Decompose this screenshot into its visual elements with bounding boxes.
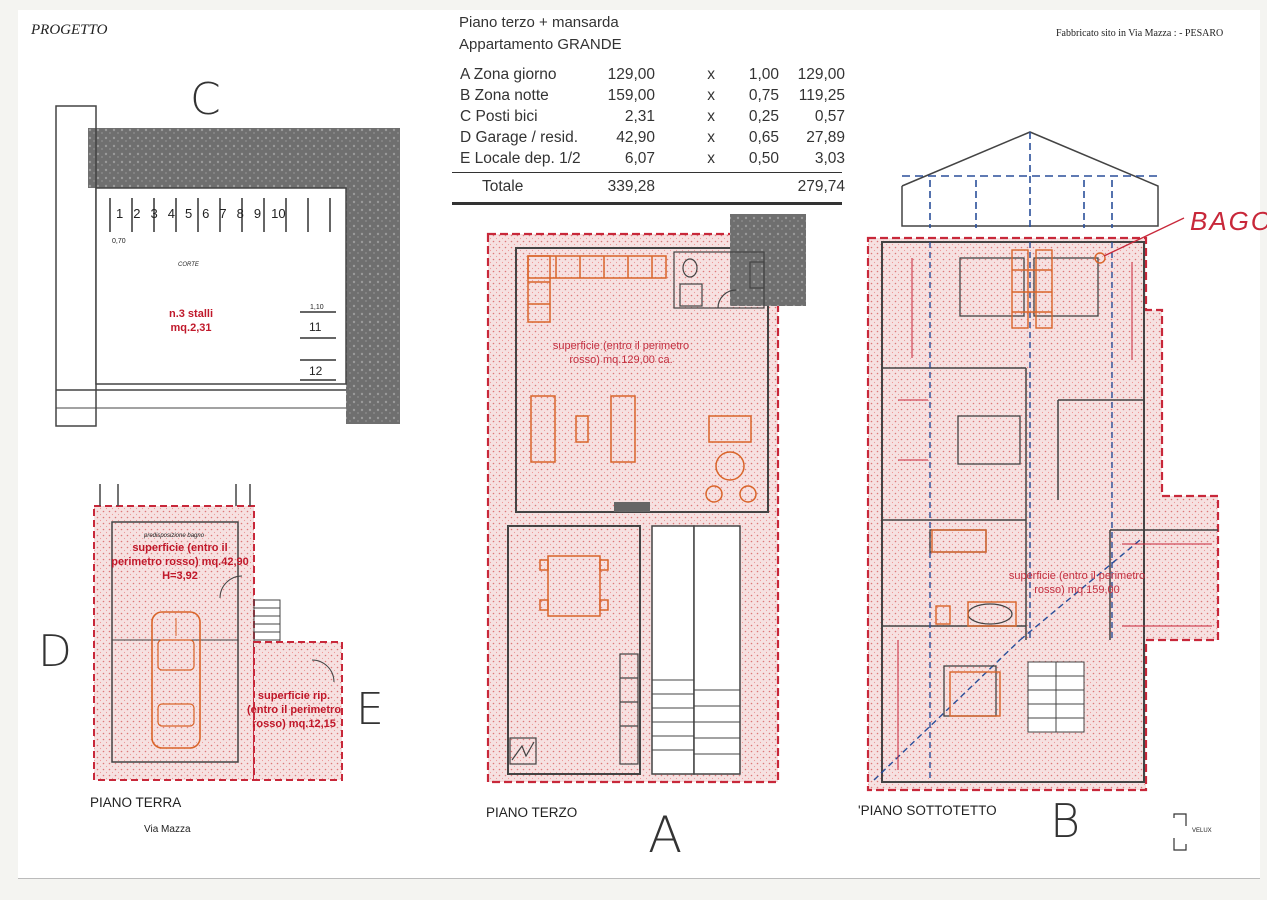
table-row: E Locale dep. 1/2 6,07 x 0,50 3,03 (460, 150, 845, 167)
handwritten-a: A (648, 806, 683, 864)
handwritten-d: D (38, 626, 72, 677)
corte-plan (55, 105, 400, 427)
stall-number: 2 (133, 206, 141, 221)
dim-070: 0,70 (112, 238, 126, 245)
table-row: B Zona notte 159,00 x 0,75 119,25 (460, 87, 845, 104)
stall-number: 6 (202, 206, 210, 221)
terzo-bath-fixtures (673, 251, 765, 309)
table-row: A Zona giorno 129,00 x 1,00 129,00 (460, 66, 845, 83)
stall-number: 8 (236, 206, 244, 221)
handwritten-c: C (190, 74, 221, 125)
predisposizione-note: predisposizione bagno (144, 533, 205, 539)
roof-section (901, 131, 1159, 227)
bago-pointer (1103, 217, 1185, 257)
velux-legend-label: VELUX (1192, 828, 1212, 834)
sofa-icon (527, 255, 667, 323)
wardrobe-marks (897, 258, 1212, 770)
sottotetto-area-note: superficie (entro il perimetro rosso) mq… (1008, 570, 1146, 596)
handwritten-bago: BAGO (1190, 206, 1267, 236)
piano-sottotetto-title: 'PIANO SOTTOTETTO (858, 803, 997, 818)
stall-number: 3 (150, 206, 158, 221)
table-rule-top (452, 172, 842, 173)
stall-number: 10 (271, 206, 286, 221)
terzo-stair-room (651, 525, 695, 775)
piano-terra-plan (93, 484, 343, 781)
sottotetto-walls (881, 241, 1145, 783)
stall-number: 5 (184, 206, 193, 221)
locale-area-note: superficie rip. (entro il perimetro ross… (246, 690, 342, 730)
dim-110: 1,10 (310, 304, 324, 311)
piano-terra-title: PIANO TERRA (90, 795, 182, 810)
piano-terzo-plan (486, 214, 806, 784)
table-row: C Posti bici 2,31 x 0,25 0,57 (460, 108, 845, 125)
terzo-chimney-block (730, 214, 806, 306)
piano-terzo-title: PIANO TERZO (486, 805, 578, 820)
living-furniture (530, 395, 757, 617)
stall-number: 7 (219, 206, 227, 221)
stall-number-12: 12 (309, 364, 323, 378)
roof-height-lines (929, 132, 1113, 228)
street-label: Via Mazza (144, 824, 191, 835)
stall-number: 1 (116, 206, 124, 221)
car-icon (151, 611, 201, 749)
corte-stall-dividers (109, 198, 336, 381)
stalls-note: n.3 stalli mq.2,31 (168, 308, 214, 334)
terzo-area-note: superficie (entro il perimetro rosso) mq… (552, 340, 690, 366)
site-address: Fabbricato sito in Via Mazza : - PESARO (1056, 28, 1224, 39)
progetto-label: PROGETTO (31, 22, 108, 38)
table-total: Totale 339,28 279,74 (460, 178, 845, 199)
kitchen-counter-icon (509, 653, 639, 765)
piano-sottotetto-plan (866, 131, 1220, 851)
handwritten-e: E (356, 684, 384, 735)
terzo-kitchen-walls (507, 525, 641, 775)
stairs-icon (253, 599, 281, 649)
terzo-stairs-icon (652, 679, 740, 755)
garage-perimeter (93, 505, 255, 781)
stall-number-11: 11 (309, 320, 322, 334)
corte-label: CORTE (178, 262, 199, 268)
corte-court (95, 187, 347, 385)
handwritten-b: B (1050, 794, 1081, 848)
stall-number: 9 (253, 206, 262, 221)
table-row-total: Totale 339,28 279,74 (482, 178, 845, 195)
locale-perimeter (253, 641, 343, 781)
terzo-stairwell (693, 525, 741, 775)
garage-walls (111, 521, 239, 763)
table-rule-bottom (452, 202, 842, 205)
title-line-1: Piano terzo + mansarda (459, 14, 619, 31)
sottotetto-perimeter (866, 236, 1220, 792)
stall-numbers: 1 2 3 4 5 6 7 8 9 10 (116, 206, 336, 221)
title-line-2: Appartamento GRANDE (459, 36, 622, 53)
corte-wall-right (346, 128, 400, 424)
area-table: A Zona giorno 129,00 x 1,00 129,00 B Zon… (460, 66, 845, 171)
sottotetto-stairs-icon (1027, 661, 1085, 733)
table-row: D Garage / resid. 42,90 x 0,65 27,89 (460, 129, 845, 146)
velux-legend-icon (1173, 813, 1187, 851)
sottotetto-furniture (931, 249, 1106, 717)
garage-area-note: superficie (entro il perimetro rosso) mq… (111, 542, 249, 582)
stall-number: 4 (167, 206, 175, 221)
fireplace-icon (614, 502, 650, 512)
